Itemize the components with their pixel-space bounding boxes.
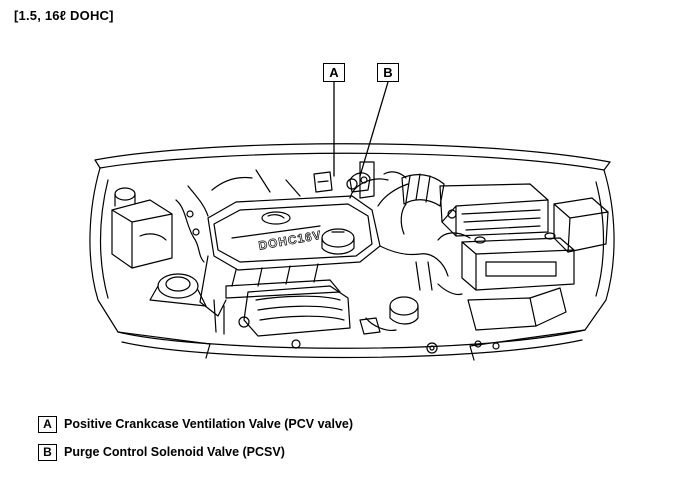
engine-cover: DOHC16V: [207, 195, 381, 271]
engine-badge: DOHC16V: [257, 228, 322, 253]
legend-item-a: A Positive Crankcase Ventilation Valve (…: [38, 415, 353, 433]
legend-text-b: Purge Control Solenoid Valve (PCSV): [64, 445, 285, 459]
air-cleaner: [439, 183, 549, 237]
hood-top-edge-inner: [99, 152, 605, 171]
legend-key-b: B: [38, 443, 57, 461]
leader-line-b: [359, 81, 389, 177]
fuse-box: [553, 197, 609, 253]
battery: [437, 232, 575, 291]
front-support: [117, 329, 586, 349]
legend-item-b: B Purge Control Solenoid Valve (PCSV): [38, 443, 285, 461]
callout-b: B: [377, 63, 399, 82]
pcv-valve: [313, 171, 333, 193]
legend-text-a: Positive Crankcase Ventilation Valve (PC…: [64, 417, 354, 431]
legend-key-a: A: [38, 415, 57, 433]
page-title: [1.5, 16ℓ DOHC]: [14, 8, 114, 23]
purge-control-solenoid-valve: [349, 172, 371, 193]
air-intake-hose: [400, 173, 445, 235]
exhaust-heat-shield: [243, 285, 351, 337]
coolant-reservoir: [111, 187, 173, 269]
hood-top-edge: [94, 143, 611, 163]
oil-filler-cap: [321, 228, 355, 255]
left-fender: [89, 167, 211, 345]
callout-a: A: [323, 63, 345, 82]
right-fender: [469, 169, 615, 347]
